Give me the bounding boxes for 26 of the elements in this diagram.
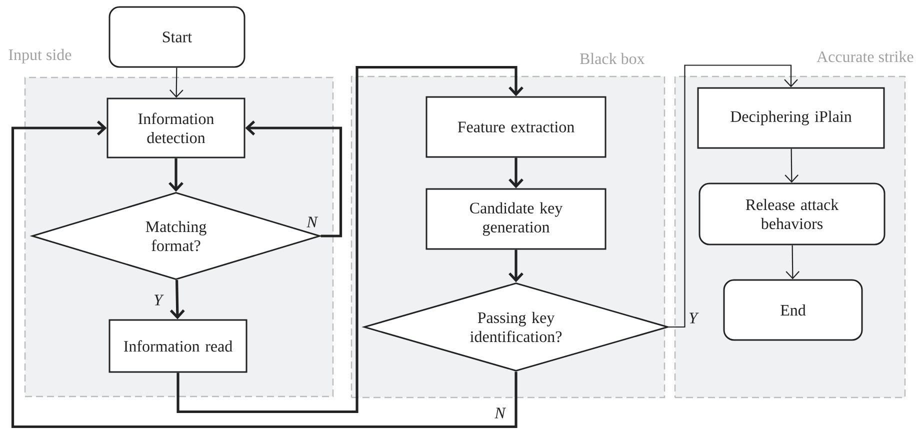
arrow xyxy=(170,68,184,98)
arrow xyxy=(508,158,524,188)
process-box: Deciphering iPlain xyxy=(697,87,885,149)
edge-label: N xyxy=(494,408,506,418)
group-label: Accurate strike xyxy=(816,50,914,62)
arrow xyxy=(168,158,184,192)
edge-label: N xyxy=(306,216,318,228)
arrow xyxy=(784,148,798,183)
arrow xyxy=(11,120,518,428)
arrow xyxy=(786,245,800,280)
process-box: Information detection xyxy=(106,98,246,158)
arrow xyxy=(176,66,524,414)
arrow xyxy=(668,64,798,328)
edge-label: Y xyxy=(154,294,164,306)
arrow xyxy=(245,120,342,238)
group-label: Black box xyxy=(580,52,645,64)
terminal-box: Start xyxy=(108,6,246,68)
edge-label: Y xyxy=(689,312,699,324)
arrow xyxy=(508,250,524,282)
terminal-box: End xyxy=(723,279,863,341)
group-label: Input side xyxy=(8,48,72,64)
process-box: Information read xyxy=(108,319,248,373)
arrow xyxy=(170,280,185,320)
process-box: Feature extraction xyxy=(426,96,606,158)
process-box: Release attack behaviors xyxy=(698,182,886,246)
process-box: Candidate key generation xyxy=(426,188,606,250)
